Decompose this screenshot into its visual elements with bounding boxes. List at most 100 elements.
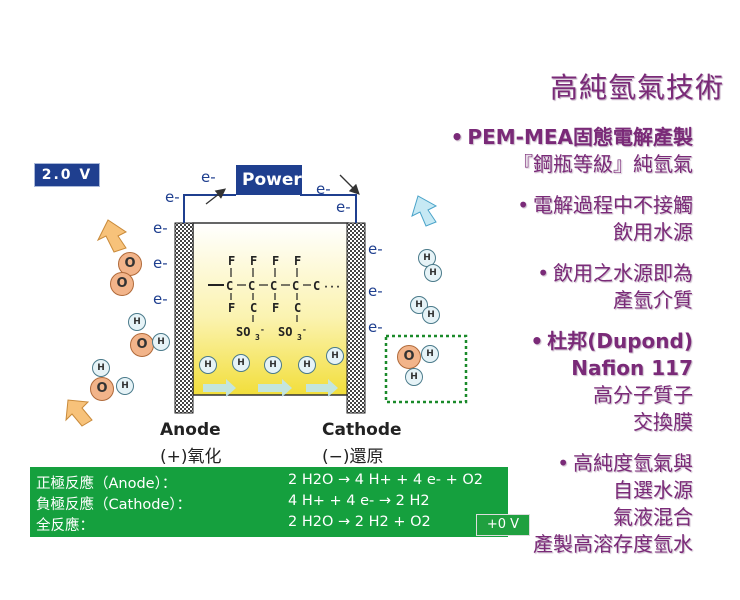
hydrogen-atom-icon: H <box>298 356 316 374</box>
svg-text:C: C <box>313 279 320 293</box>
feature-list: •PEM-MEA固態電解產製 『鋼瓶等級』純氫氣 •電解過程中不接觸 飲用水源 … <box>363 124 693 558</box>
svg-text:SO: SO <box>278 325 292 339</box>
water-in-arrow <box>65 399 93 427</box>
reaction-equation: 2 H2O → 4 H+ + 4 e- + O2 <box>288 472 483 488</box>
voltage-badge: 2.0 V <box>34 163 100 187</box>
bullet-line: 自選水源 <box>613 478 693 502</box>
oxygen-atom-icon: O <box>90 377 114 401</box>
svg-text:C: C <box>292 279 299 293</box>
electron-flow-arrow <box>339 174 360 195</box>
electron-label: e- <box>316 180 331 198</box>
electron-flow-arrow <box>205 188 227 205</box>
hydrogen-out-arrow <box>411 195 438 227</box>
circuit-wire <box>300 194 357 223</box>
cathode-electrode <box>346 222 366 414</box>
zero-voltage-badge: +0 V <box>476 514 530 536</box>
bullet-line: 產製高溶存度氫水 <box>533 532 693 556</box>
bullet-item: •電解過程中不接觸 飲用水源 <box>363 192 693 246</box>
hydrogen-atom-icon: H <box>421 345 439 363</box>
electron-label: e- <box>165 188 180 206</box>
oxygen-atom-icon: O <box>130 333 154 357</box>
hydrogen-atom-icon: H <box>264 356 282 374</box>
svg-text:F: F <box>272 254 279 268</box>
power-label: Power <box>242 170 302 190</box>
power-box <box>236 165 302 195</box>
reaction-equation: 2 H2O → 2 H2 + O2 <box>288 514 431 530</box>
hydrogen-atom-icon: H <box>422 306 440 324</box>
bullet-line: 氣液混合 <box>613 505 693 529</box>
electron-label: e- <box>153 219 168 237</box>
svg-text:C: C <box>294 301 301 315</box>
bullet-item: •飲用之水源即為 產氫介質 <box>363 260 693 314</box>
bullet-line: 『鋼瓶等級』純氫氣 <box>513 152 693 176</box>
bullet-item: •杜邦(Dupond) Nafion 117 高分子質子 交換膜 <box>363 328 693 436</box>
electron-label: e- <box>368 282 383 300</box>
proton-flow-arrows <box>203 379 338 397</box>
reaction-equations-panel: 正極反應（Anode）： 2 H2O → 4 H+ + 4 e- + O2 負極… <box>30 467 508 537</box>
hydrogen-product-box <box>384 334 468 404</box>
bullet-dot-icon: • <box>517 193 529 217</box>
hydrogen-atom-icon: H <box>424 264 442 282</box>
reaction-label: 負極反應（Cathode）： <box>36 497 192 513</box>
bullet-item: •高純度氫氣與 自選水源 氣液混合 產製高溶存度氫水 <box>363 450 693 558</box>
bullet-line: 產氫介質 <box>613 288 693 312</box>
reaction-equation: 4 H+ + 4 e- → 2 H2 <box>288 493 430 509</box>
hydrogen-atom-icon: H <box>326 347 344 365</box>
svg-text:···: ··· <box>323 282 341 293</box>
svg-text:F: F <box>250 254 257 268</box>
bullet-line: 飲用水源 <box>613 220 693 244</box>
anode-sublabel: (+)氧化 <box>160 447 222 467</box>
svg-text:-: - <box>260 325 265 334</box>
page-title: 高純氫氣技術 <box>549 71 724 104</box>
hydrogen-atom-icon: H <box>128 313 146 331</box>
svg-text:3: 3 <box>255 333 260 342</box>
anode-label: Anode <box>160 420 221 440</box>
svg-text:SO: SO <box>236 325 250 339</box>
hydrogen-atom-icon: H <box>152 333 170 351</box>
bullet-dot-icon: • <box>450 125 464 149</box>
oxygen-atom-icon: O <box>397 345 421 369</box>
hydrogen-atom-icon: H <box>116 377 134 395</box>
hydrogen-atom-icon: H <box>199 356 217 374</box>
bullet-dot-icon: • <box>557 451 569 475</box>
reaction-label: 正極反應（Anode）： <box>36 476 177 492</box>
bullet-line: PEM-MEA固態電解產製 <box>467 125 693 149</box>
bullet-line: 交換膜 <box>633 410 693 434</box>
bullet-dot-icon: • <box>530 329 544 353</box>
electron-label: e- <box>153 290 168 308</box>
svg-text:F: F <box>272 301 279 315</box>
cathode-sublabel: (−)還原 <box>322 447 384 467</box>
svg-text:-: - <box>302 325 307 334</box>
hydrogen-atom-icon: H <box>232 354 250 372</box>
bullet-line: 高分子質子 <box>593 383 693 407</box>
circuit-wire <box>183 194 236 223</box>
cathode-label: Cathode <box>322 420 402 440</box>
reaction-label: 全反應： <box>36 518 94 534</box>
anode-electrode <box>174 222 194 414</box>
svg-text:C: C <box>270 279 277 293</box>
bullet-dot-icon: • <box>537 261 549 285</box>
electron-label: e- <box>153 254 168 272</box>
electron-label: e- <box>336 198 351 216</box>
svg-text:F: F <box>294 254 301 268</box>
svg-text:3: 3 <box>297 333 302 342</box>
bullet-line: 杜邦(Dupond) <box>547 329 693 353</box>
oxygen-out-arrow <box>96 219 127 253</box>
hydrogen-atom-icon: H <box>92 359 110 377</box>
bullet-item: •PEM-MEA固態電解產製 『鋼瓶等級』純氫氣 <box>363 124 693 178</box>
oxygen-atom-icon: O <box>110 272 134 296</box>
electron-label: e- <box>201 168 216 186</box>
svg-text:C: C <box>250 301 257 315</box>
bullet-line: Nafion 117 <box>571 356 693 380</box>
bullet-line: 飲用之水源即為 <box>553 261 693 285</box>
svg-text:F: F <box>228 301 235 315</box>
svg-text:C: C <box>248 279 255 293</box>
hydrogen-atom-icon: H <box>405 368 423 386</box>
bullet-line: 高純度氫氣與 <box>573 451 693 475</box>
svg-text:F: F <box>228 254 235 268</box>
electron-label: e- <box>368 318 383 336</box>
svg-text:C: C <box>226 279 233 293</box>
electron-label: e- <box>368 240 383 258</box>
